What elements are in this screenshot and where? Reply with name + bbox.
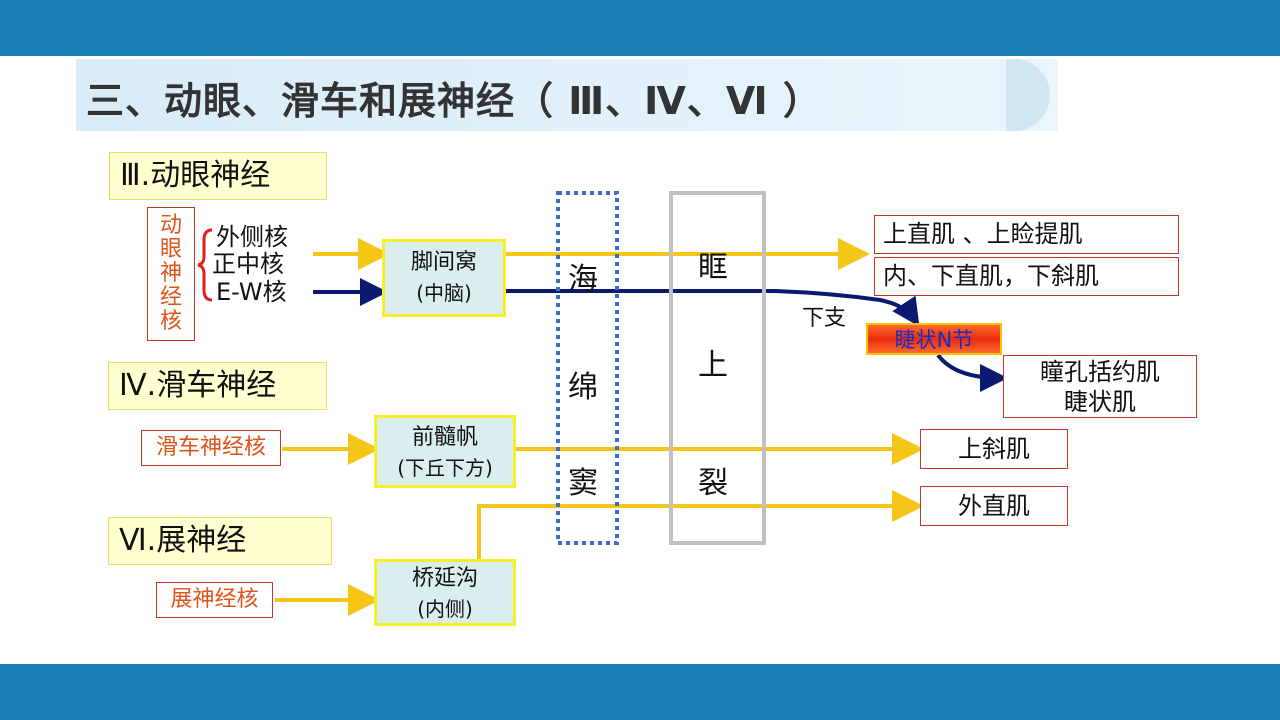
superior-orbital-fissure-box	[669, 191, 766, 545]
location-interpeduncular-fossa: 脚间窝 (中脑)	[382, 239, 506, 317]
location-pontomedullary-sulcus: 桥延沟 (内侧)	[374, 559, 516, 626]
location-superior-medullary-velum: 前髓帆 (下丘下方)	[374, 415, 516, 488]
abducens-title: Ⅵ.展神经	[108, 517, 332, 565]
orbital-fissure-char-1: 眶	[698, 250, 728, 285]
nucleus-lateral: 外侧核	[216, 223, 288, 251]
target-lateral-rectus: 外直肌	[920, 486, 1068, 526]
location-label: 前髓帆	[411, 425, 478, 450]
target-ciliary-muscle: 睫状肌	[1064, 388, 1136, 416]
arrow-inferior-branch	[506, 289, 920, 327]
oculomotor-nucleus-label: 动眼神经核	[160, 213, 183, 334]
orbital-fissure-char-3: 裂	[698, 466, 728, 501]
target-superior-rectus: 上直肌 、上睑提肌	[874, 215, 1179, 254]
location-label: 脚间窝	[410, 250, 477, 275]
cavernous-sinus-char-1: 海	[568, 262, 598, 297]
title-banner	[76, 59, 1058, 131]
brace	[197, 228, 213, 302]
inferior-branch-label: 下支	[802, 306, 847, 331]
abducens-nucleus: 展神经核	[156, 582, 273, 618]
cavernous-sinus-char-3: 窦	[568, 466, 598, 501]
cavernous-sinus-char-2: 绵	[568, 370, 598, 405]
location-label: 桥延沟	[411, 566, 478, 591]
target-medial-inferior-rectus: 内、下直肌，下斜肌	[874, 257, 1179, 296]
arrow-ganglion-to-pupil	[936, 353, 1008, 392]
bottom-bar	[0, 664, 1280, 720]
top-bar	[0, 0, 1280, 56]
orbital-fissure-char-2: 上	[698, 348, 728, 383]
nucleus-median: 正中核	[212, 250, 284, 278]
nucleus-ew: E-W核	[216, 278, 287, 306]
oculomotor-nucleus-group: 动眼神经核	[147, 207, 195, 341]
trochlear-nucleus: 滑车神经核	[141, 430, 281, 466]
cavernous-sinus-box	[556, 191, 619, 545]
target-pupil-ciliary: 瞳孔括约肌 睫状肌	[1003, 355, 1197, 418]
location-sublabel: (内侧)	[417, 597, 473, 621]
trochlear-title: Ⅳ.滑车神经	[108, 362, 327, 410]
oculomotor-title: Ⅲ.动眼神经	[109, 152, 327, 200]
ciliary-ganglion: 睫状N节	[866, 323, 1002, 355]
slide-title: 三、动眼、滑车和展神经（ Ⅲ、Ⅳ、Ⅵ ）	[86, 79, 822, 123]
arrow-abducens-target	[477, 490, 924, 560]
location-sublabel: (中脑)	[416, 281, 472, 305]
target-superior-oblique: 上斜肌	[920, 429, 1068, 469]
target-sphincter-pupillae: 瞳孔括约肌	[1040, 358, 1160, 386]
location-sublabel: (下丘下方)	[397, 456, 493, 480]
